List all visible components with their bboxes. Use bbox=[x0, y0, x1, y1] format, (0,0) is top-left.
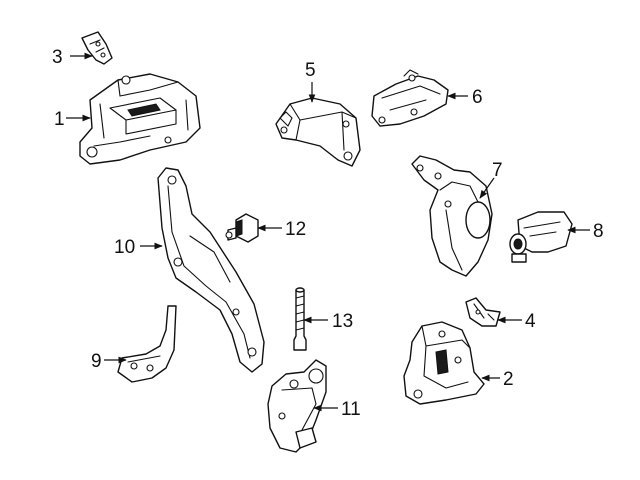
part-3-small-bracket bbox=[81, 31, 113, 65]
callout-5: 5 bbox=[305, 60, 316, 81]
part-9-bracket bbox=[117, 305, 177, 383]
part-2-engine-mount bbox=[403, 321, 485, 405]
callout-7: 7 bbox=[492, 160, 503, 181]
callout-3: 3 bbox=[52, 47, 63, 68]
callout-8: 8 bbox=[593, 221, 604, 242]
callout-6: 6 bbox=[472, 87, 483, 108]
part-1-engine-mount bbox=[79, 73, 201, 165]
part-8-side-mount bbox=[509, 211, 573, 263]
part-13-bolt bbox=[293, 287, 307, 351]
callout-10: 10 bbox=[114, 237, 135, 258]
part-12-bushing bbox=[225, 213, 259, 243]
part-11-lower-mount bbox=[267, 359, 327, 453]
part-5-mount-bracket bbox=[275, 97, 361, 167]
part-7-mount-bracket bbox=[411, 155, 493, 277]
callout-labels: 3 1 5 6 7 8 12 10 13 4 9 2 11 bbox=[52, 47, 604, 420]
callout-1: 1 bbox=[54, 109, 65, 130]
leader-lines bbox=[66, 52, 590, 412]
part-4-small-bracket bbox=[465, 297, 501, 327]
callout-4: 4 bbox=[525, 311, 536, 332]
callout-2: 2 bbox=[503, 369, 514, 390]
leader-7 bbox=[479, 177, 495, 199]
callout-13: 13 bbox=[332, 311, 353, 332]
callout-12: 12 bbox=[285, 219, 306, 240]
callout-11: 11 bbox=[341, 399, 361, 420]
part-10-long-bracket bbox=[157, 167, 265, 373]
callout-9: 9 bbox=[91, 351, 102, 372]
part-6-bracket bbox=[371, 69, 449, 127]
